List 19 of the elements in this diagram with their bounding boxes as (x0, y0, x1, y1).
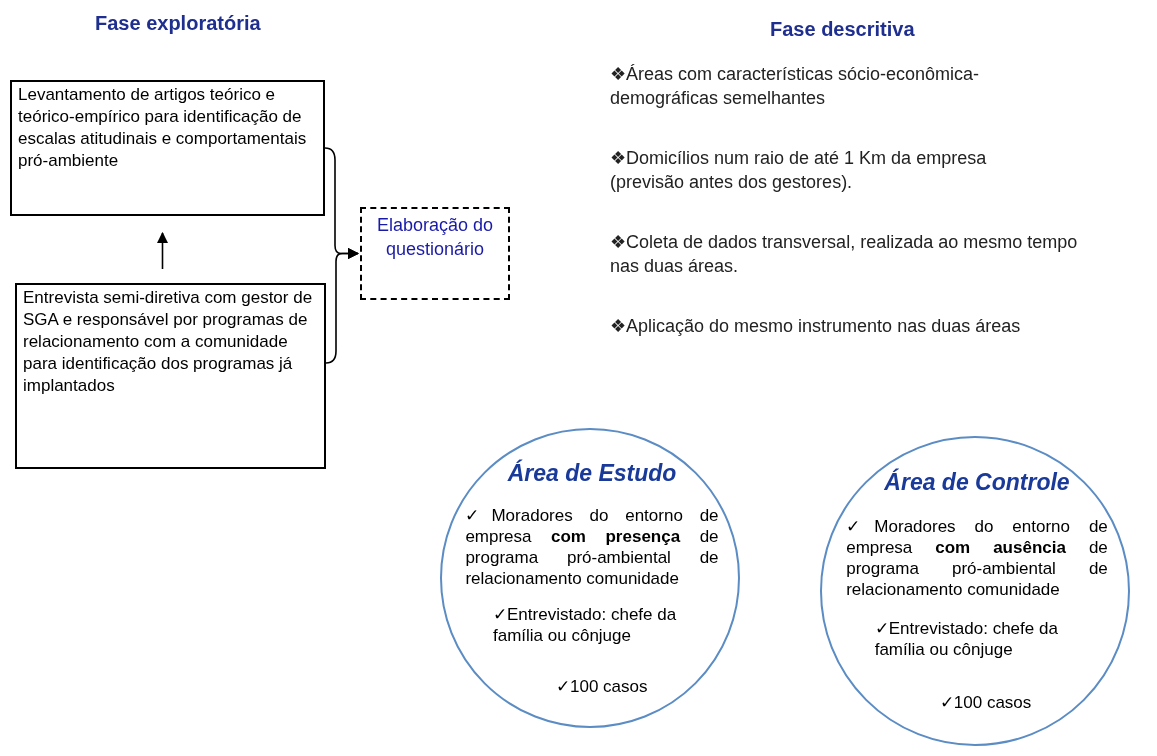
phase-heading: Fase descritiva (770, 18, 915, 41)
bullet-text: ❖Áreas com características sócio-econômica-demográficas semelhantes (610, 63, 981, 110)
criterion-text: ✓100 casos (556, 676, 649, 697)
process-box: Levantamento de artigos teórico e teórico-empírico para identificação de escalas atitudinais e comportamentais pró-ambiente (10, 80, 325, 216)
area-title: Área de Estudo (506, 460, 678, 487)
area-circle (820, 436, 1130, 746)
criterion-text: ✓Entrevistado: chefe da família ou cônjuge (874, 617, 1059, 660)
criterion-text: ✓Entrevistado: chefe da família ou cônjuge (493, 604, 678, 646)
dashed-box: Elaboração do questionário (360, 207, 510, 300)
arrow (325, 247, 360, 364)
process-box: Entrevista semi-diretiva com gestor de SGA e responsável por programas de relacionamento com a comunidade para identificação dos programas já implantados (15, 283, 326, 469)
area-title: Área de Controle (883, 469, 1071, 496)
bullet-text: ❖Domicílios num raio de até 1 Km da empresa (previsão antes dos gestores). (610, 147, 988, 194)
criterion-text: ✓100 casos (939, 692, 1033, 714)
area-circle (440, 428, 740, 728)
phase-heading: Fase exploratória (95, 12, 261, 35)
bullet-text: ❖Coleta de dados transversal, realizada ao mesmo tempo nas duas áreas. (610, 231, 1079, 278)
bullet-text: ❖Aplicação do mesmo instrumento nas duas áreas (610, 315, 1022, 338)
arrow (156, 231, 169, 270)
